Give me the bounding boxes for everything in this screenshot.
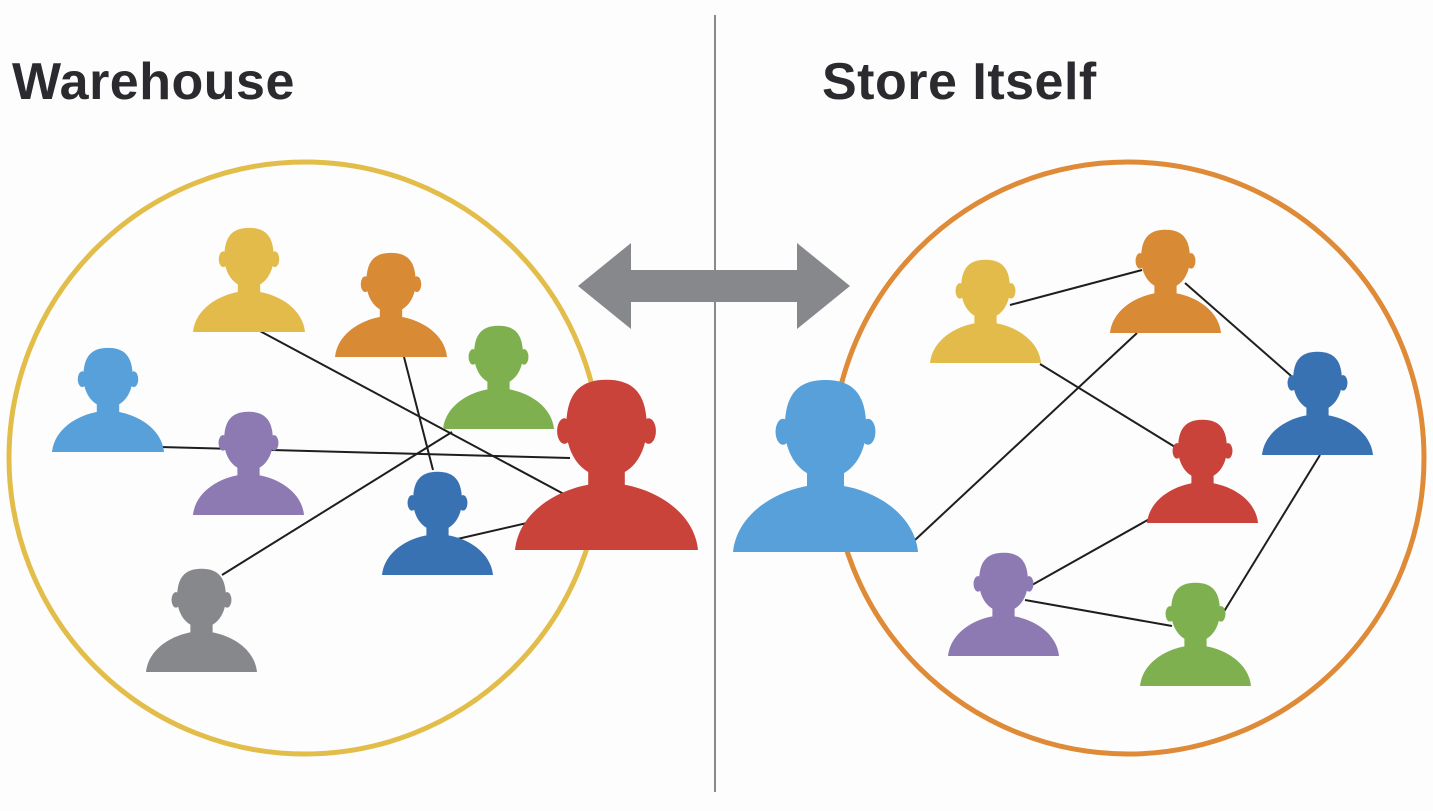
person-icon — [335, 252, 447, 357]
store-connectors — [914, 269, 1321, 627]
connector-line — [403, 356, 434, 471]
person-icon — [948, 552, 1059, 656]
person-icon — [930, 259, 1041, 363]
warehouse-circle — [6, 159, 604, 757]
person-icon — [146, 568, 257, 672]
person-icon — [1147, 419, 1258, 523]
connector-line — [1039, 363, 1189, 456]
warehouse-title: Warehouse — [12, 53, 295, 111]
connector-line — [257, 329, 576, 501]
connector-line — [1024, 599, 1173, 627]
person-icon — [52, 347, 164, 452]
person-icon — [733, 379, 918, 552]
double-arrow-icon — [578, 243, 850, 329]
connector-line — [1184, 282, 1299, 383]
connector-line — [221, 431, 453, 576]
person-icon — [382, 471, 493, 575]
connector-line — [1219, 454, 1321, 619]
store-circle — [829, 159, 1427, 757]
person-icon — [193, 411, 304, 515]
person-icon — [1262, 351, 1373, 455]
person-icon — [443, 325, 554, 429]
person-icon — [1140, 582, 1251, 686]
person-icon — [515, 379, 698, 550]
store-itself-title: Store Itself — [822, 53, 1097, 111]
connector-line — [1031, 516, 1154, 586]
connector-line — [1009, 269, 1143, 306]
person-icon — [193, 227, 305, 332]
person-icon — [1110, 229, 1221, 333]
connector-line — [914, 332, 1138, 541]
